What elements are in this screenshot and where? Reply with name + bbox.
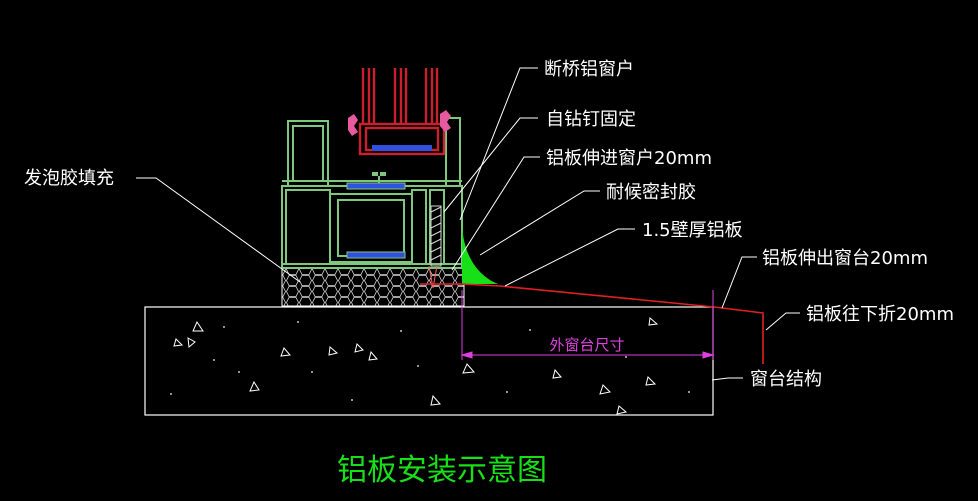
glazing-bead [348,110,451,136]
sill-dimension-label: 外窗台尺寸 [549,336,624,354]
glass-spacer-fill [372,145,432,151]
sill-dimension [460,290,715,360]
t-profile [372,172,386,183]
aggregate-dots [170,321,690,401]
label-sealant: 耐候密封胶 [606,182,696,203]
label-screw: 自钻钉固定 [546,109,636,130]
weather-sealant [462,220,498,284]
insulating-glass [358,68,446,156]
label-plate-fold: 铝板往下折20mm [806,304,954,325]
label-plate-into-window: 铝板伸进窗户20mm [546,148,712,169]
sill-structure [144,306,714,416]
label-sill-structure: 窗台结构 [750,369,822,390]
label-window: 断桥铝窗户 [544,59,634,80]
foam-fill [281,267,465,307]
window-frame [281,117,463,269]
leader-lines [136,67,800,381]
label-plate-thickness: 1.5壁厚铝板 [642,220,743,241]
label-foam-fill: 发泡胶填充 [24,168,114,189]
label-plate-out: 铝板伸出窗台20mm [762,248,928,269]
thermal-break-strips [346,182,406,259]
aluminium-plate [420,283,764,364]
self-drilling-screw [428,205,442,289]
diagram-title: 铝板安装示意图 [337,453,547,488]
aggregate-marks [173,317,659,415]
